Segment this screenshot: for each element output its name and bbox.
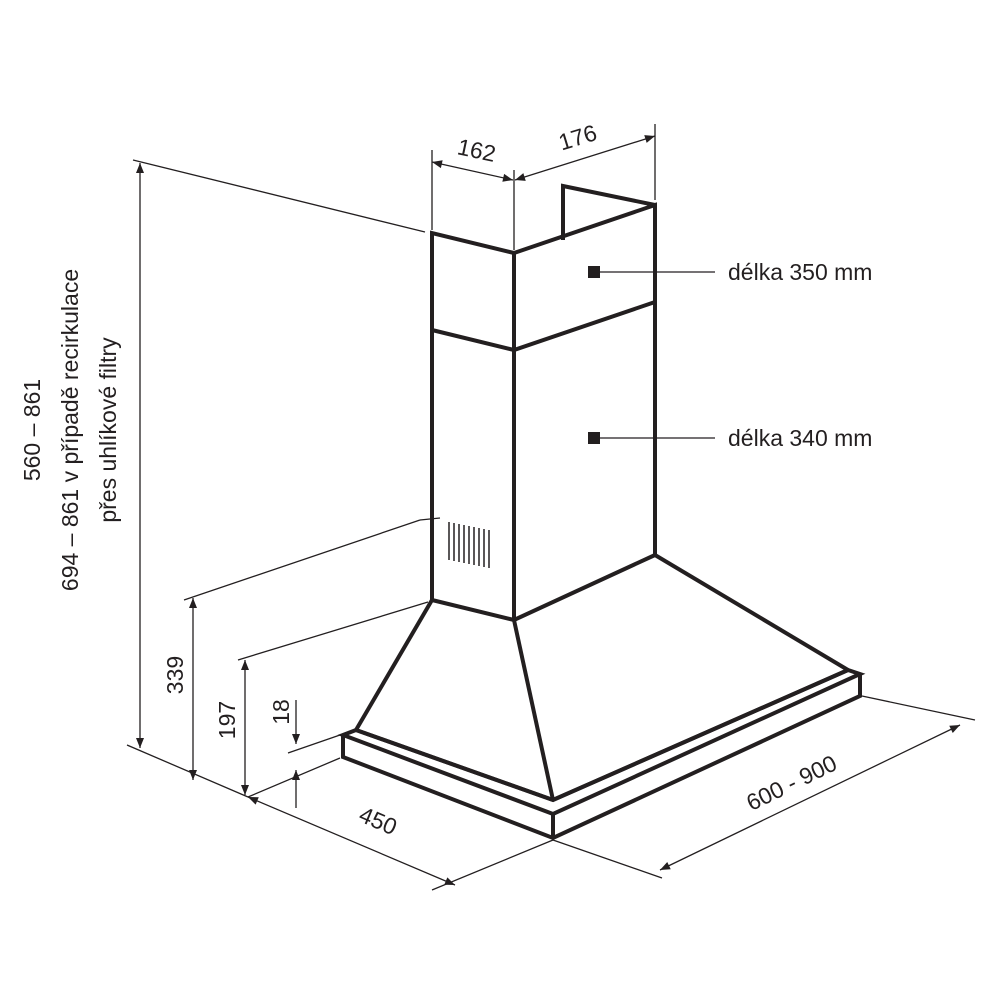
dim-recirculation-note: přes uhlíkové filtry	[95, 337, 121, 523]
label-upper-chimney: délka 350 mm	[728, 259, 872, 285]
dim-162: 162	[455, 133, 498, 166]
marker-upper	[588, 266, 600, 278]
chimney	[430, 183, 657, 620]
label-lower-chimney: délka 340 mm	[728, 425, 872, 451]
dim-450: 450	[355, 801, 400, 840]
vent-grille-icon	[448, 522, 490, 568]
hood-canopy	[337, 553, 866, 841]
dim-18: 18	[268, 699, 294, 725]
dim-total-height: 560 – 861	[19, 379, 45, 481]
marker-lower	[588, 432, 600, 444]
dim-339: 339	[162, 656, 188, 694]
dim-176: 176	[556, 119, 600, 155]
dimension-lines	[126, 124, 976, 891]
dim-197: 197	[214, 701, 240, 739]
dim-recirculation-height: 694 – 861 v případě recirkulace	[57, 269, 83, 591]
